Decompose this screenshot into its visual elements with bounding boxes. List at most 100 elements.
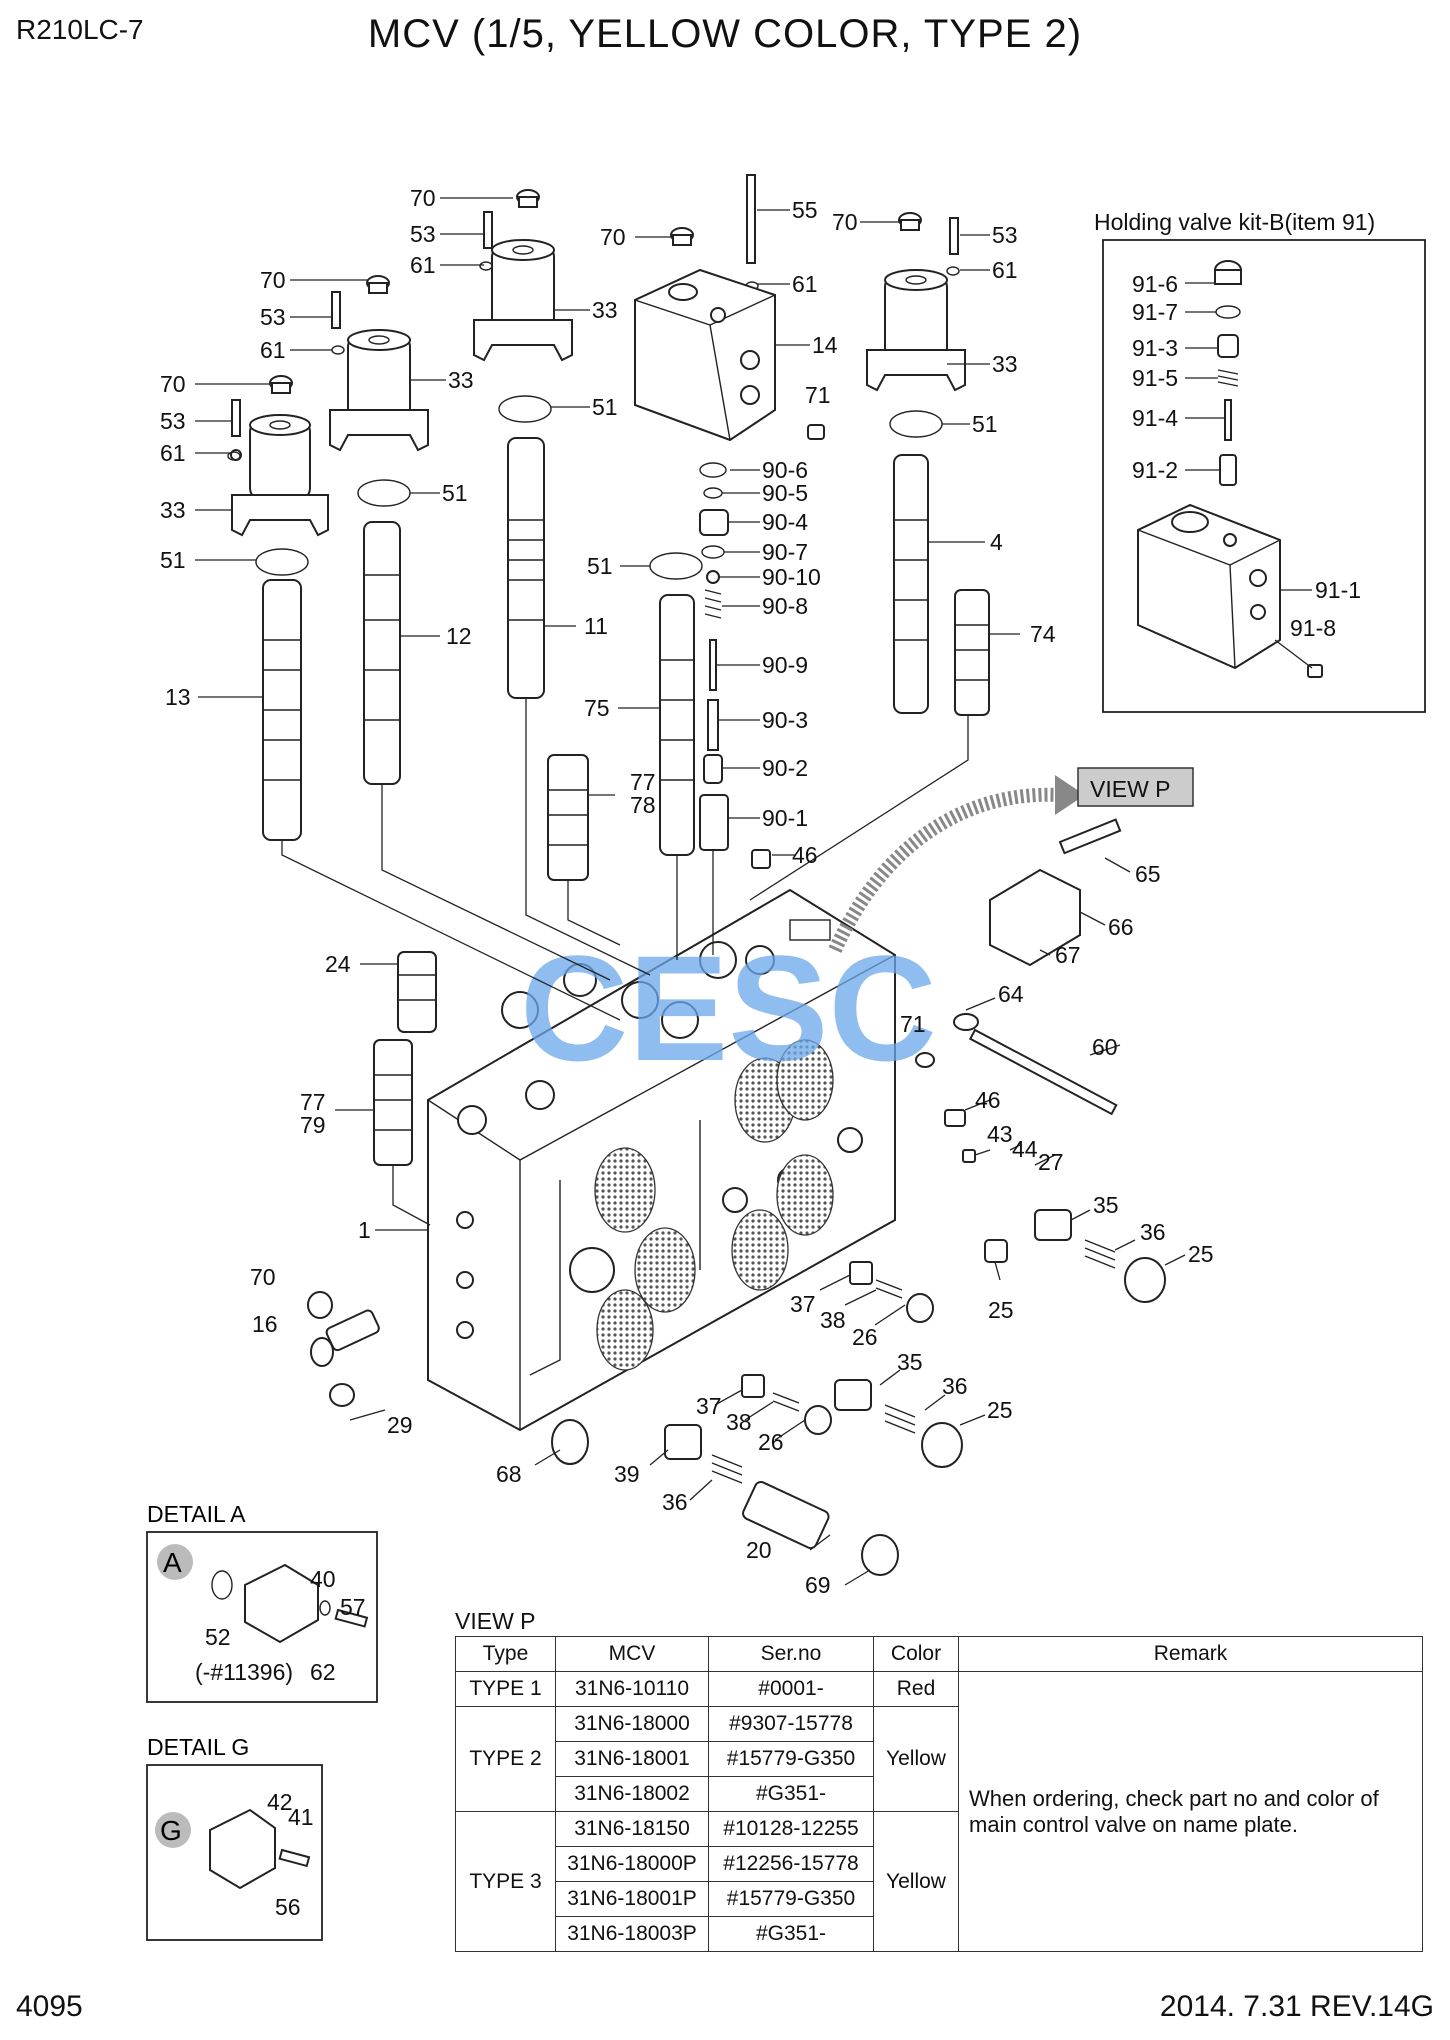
label-70: 70 — [250, 1264, 276, 1290]
type-cell: TYPE 2 — [455, 1706, 556, 1812]
detail-a-label-52: 52 — [205, 1624, 231, 1650]
label-51: 51 — [160, 547, 186, 573]
label-26: 26 — [852, 1324, 878, 1350]
label-33: 33 — [992, 351, 1018, 377]
detail-g: DETAIL G G 42 41 56 — [146, 1734, 323, 1941]
label-53: 53 — [160, 408, 186, 434]
kit-label-91-1: 91-1 — [1315, 577, 1361, 603]
label-12: 12 — [446, 623, 472, 649]
label-64: 64 — [998, 981, 1024, 1007]
label-90-5: 90-5 — [762, 480, 808, 506]
main-valve-body-1 — [427, 888, 896, 1432]
table-row: 31N6-18002 #G351- — [456, 1776, 1423, 1812]
remark-cell: When ordering, check part no and color o… — [958, 1671, 1423, 1952]
solenoid-valve-33-top — [473, 239, 573, 362]
label-70: 70 — [410, 185, 436, 211]
label-25: 25 — [1188, 1241, 1214, 1267]
label-13: 13 — [165, 684, 191, 710]
plugs-left — [307, 1291, 589, 1465]
type-cell: TYPE 3 — [455, 1811, 556, 1952]
mcv-cell: 31N6-18000P — [555, 1846, 709, 1882]
view-p-label: VIEW P — [1090, 776, 1171, 802]
label-29: 29 — [387, 1412, 413, 1438]
label-20: 20 — [746, 1537, 772, 1563]
label-70: 70 — [600, 224, 626, 250]
label-43: 43 — [987, 1121, 1013, 1147]
serno-cell: #10128-12255 — [708, 1811, 874, 1847]
view-p-table-title: VIEW P — [455, 1608, 536, 1634]
kit-label-91-3: 91-3 — [1132, 335, 1178, 361]
label-46: 46 — [975, 1087, 1001, 1113]
label-44: 44 — [1012, 1136, 1038, 1162]
serno-cell: #0001- — [708, 1671, 874, 1707]
label-38: 38 — [820, 1307, 846, 1333]
view-p-callout: VIEW P — [828, 767, 1194, 953]
label-35: 35 — [897, 1349, 923, 1375]
model-name: R210LC-7 — [16, 14, 144, 45]
serno-cell: #9307-15778 — [708, 1706, 874, 1742]
label-90-7: 90-7 — [762, 539, 808, 565]
col-header-mcv: MCV — [555, 1636, 709, 1672]
label-71: 71 — [900, 1011, 926, 1037]
label-33: 33 — [160, 497, 186, 523]
table-row: 31N6-18001P #15779-G350 — [456, 1881, 1423, 1917]
label-77: 77 — [300, 1089, 326, 1115]
leader-lines — [195, 197, 1186, 1586]
watermark-logo: CESC — [520, 924, 937, 1092]
label-46: 46 — [792, 842, 818, 868]
view-p-table: Type MCV Ser.no Color Remark TYPE 1 31N6… — [455, 1636, 1423, 1952]
detail-g-marker: G — [160, 1815, 182, 1846]
label-61: 61 — [160, 440, 186, 466]
label-35: 35 — [1093, 1192, 1119, 1218]
spool-12 — [363, 521, 401, 785]
kit-box-title: Holding valve kit-B(item 91) — [1094, 209, 1375, 235]
kit-label-91-7: 91-7 — [1132, 299, 1178, 325]
label-78: 78 — [630, 792, 656, 818]
solenoid-valve-33-left — [230, 414, 329, 537]
part-number-labels: 70 53 61 33 70 53 61 33 70 53 61 33 70 5… — [160, 185, 1214, 1598]
col-header-color: Color — [873, 1636, 959, 1672]
label-51: 51 — [442, 480, 468, 506]
detail-a-label-62: 62 — [310, 1659, 336, 1685]
mcv-cell: 31N6-18002 — [555, 1776, 709, 1812]
label-70: 70 — [160, 371, 186, 397]
label-71: 71 — [805, 382, 831, 408]
label-90-1: 90-1 — [762, 805, 808, 831]
table-row: TYPE 2 31N6-18000 #9307-15778 Yellow — [455, 1706, 1423, 1812]
label-61: 61 — [792, 271, 818, 297]
label-68: 68 — [496, 1461, 522, 1487]
detail-g-title: DETAIL G — [147, 1734, 249, 1760]
label-39: 39 — [614, 1461, 640, 1487]
page-number: 4095 — [16, 1990, 83, 2023]
label-51: 51 — [592, 394, 618, 420]
label-26: 26 — [758, 1429, 784, 1455]
label-16: 16 — [252, 1311, 278, 1337]
detail-a-note: (-#11396) — [195, 1659, 293, 1685]
mcv-cell: 31N6-18001P — [555, 1881, 709, 1917]
tie-bolt-60 — [915, 1013, 1118, 1116]
detail-a-title: DETAIL A — [147, 1501, 246, 1527]
holding-valve-stack-90 — [699, 462, 771, 869]
label-36: 36 — [1140, 1219, 1166, 1245]
label-61: 61 — [992, 257, 1018, 283]
label-90-10: 90-10 — [762, 564, 821, 590]
label-90-6: 90-6 — [762, 457, 808, 483]
serno-cell: #G351- — [708, 1916, 874, 1952]
label-25: 25 — [987, 1397, 1013, 1423]
detail-a-marker: A — [163, 1547, 182, 1578]
label-69: 69 — [805, 1572, 831, 1598]
solenoid-valve-33-right — [866, 269, 966, 392]
holding-valve-kit-box: Holding valve kit-B(item 91) 91-6 91-7 9… — [1094, 209, 1426, 713]
cover-66 — [989, 818, 1122, 967]
detail-g-label-42: 42 — [267, 1789, 293, 1815]
label-27: 27 — [1038, 1149, 1064, 1175]
spool-13 — [262, 579, 302, 841]
label-90-8: 90-8 — [762, 593, 808, 619]
kit-label-91-2: 91-2 — [1132, 457, 1178, 483]
label-74: 74 — [1030, 621, 1056, 647]
label-51: 51 — [972, 411, 998, 437]
table-row: 31N6-18001 #15779-G350 — [456, 1741, 1423, 1777]
label-53: 53 — [260, 304, 286, 330]
spool-75 — [659, 594, 695, 856]
label-90-4: 90-4 — [762, 509, 808, 535]
